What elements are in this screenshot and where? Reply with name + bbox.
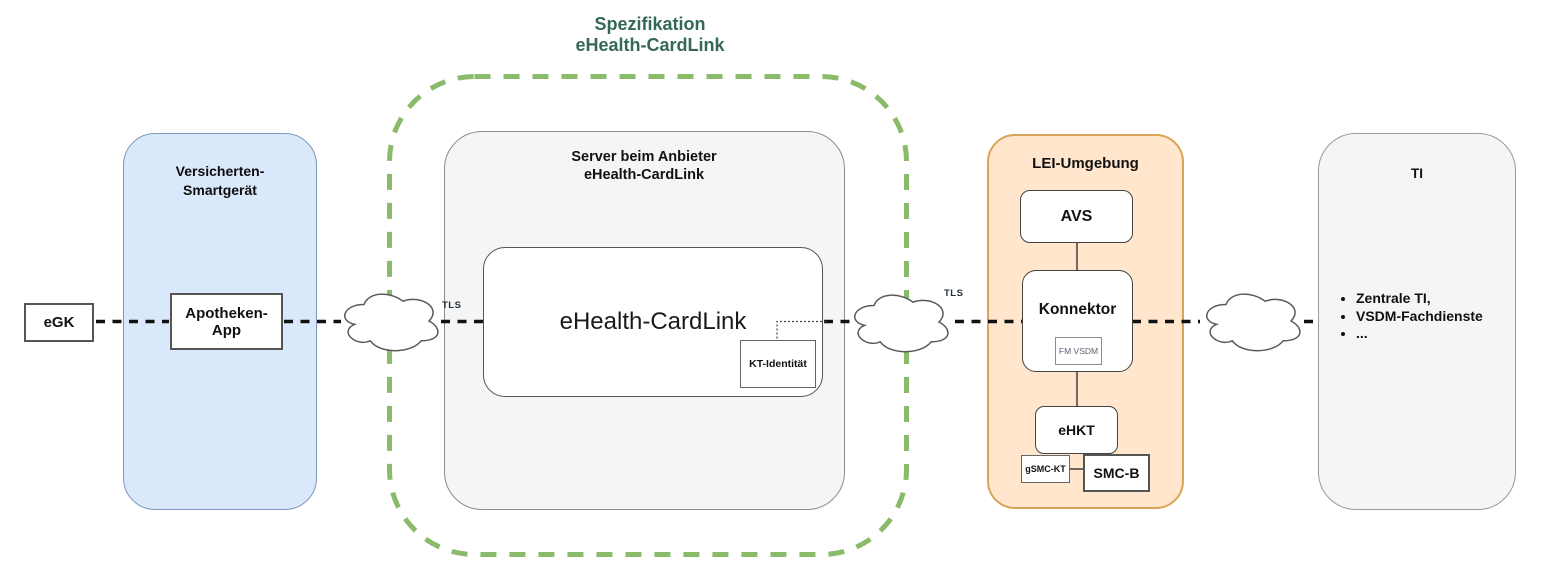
konnektor-label: Konnektor xyxy=(1038,301,1117,318)
fm-vsdm-node: FM VSDM xyxy=(1055,337,1102,365)
egk-label: eGK xyxy=(43,314,75,331)
server-title-line2: eHealth-CardLink xyxy=(583,167,705,183)
ti-list-item: VSDM-Fachdienste xyxy=(1356,308,1507,326)
smc-b-label: SMC-B xyxy=(1093,465,1140,481)
diagram-title: Spezifikation eHealth-CardLink xyxy=(450,14,850,56)
ti-list-item: ... xyxy=(1356,325,1507,343)
ehkt-label: eHKT xyxy=(1058,422,1095,438)
ti-list-item: Zentrale TI, xyxy=(1356,290,1507,308)
ehealth-cardlink-label: eHealth-CardLink xyxy=(559,308,747,335)
ti-services-list: Zentrale TI, VSDM-Fachdienste ... xyxy=(1337,290,1507,343)
diagram-title-line2: eHealth-CardLink xyxy=(575,35,725,55)
tls-label-right: TLS xyxy=(944,288,964,299)
lei-umgebung-title: LEI-Umgebung xyxy=(1032,155,1139,172)
cloud-icon-left xyxy=(344,293,439,352)
diagram-title-line1: Spezifikation xyxy=(594,14,706,34)
smart-device-title-line2: Smartgerät xyxy=(183,182,257,198)
apotheken-app-label: Apotheken-App xyxy=(185,304,268,339)
ehkt-node: eHKT xyxy=(1035,406,1118,454)
cloud-icon-middle xyxy=(854,294,949,353)
server-title: Server beim Anbieter eHealth-CardLink xyxy=(494,148,794,184)
smc-b-node: SMC-B xyxy=(1083,454,1150,492)
kt-identitaet-node: KT-Identität xyxy=(740,340,816,388)
smart-device-title: Versicherten- Smartgerät xyxy=(133,162,307,200)
avs-label: AVS xyxy=(1060,207,1093,225)
avs-node: AVS xyxy=(1020,190,1133,243)
cloud-icon-right xyxy=(1206,293,1301,352)
ti-title: TI xyxy=(1411,166,1423,181)
smart-device-title-line1: Versicherten- xyxy=(175,163,265,179)
ti-container xyxy=(1318,133,1516,510)
gsmc-kt-node: gSMC-KT xyxy=(1021,455,1070,483)
tls-label-left: TLS xyxy=(442,300,462,311)
fm-vsdm-label: FM VSDM xyxy=(1058,346,1099,356)
kt-identitaet-label: KT-Identität xyxy=(749,358,807,370)
egk-node: eGK xyxy=(24,303,94,342)
gsmc-kt-label: gSMC-KT xyxy=(1025,464,1066,474)
apotheken-app-node: Apotheken-App xyxy=(170,293,283,350)
server-title-line1: Server beim Anbieter xyxy=(571,149,717,165)
